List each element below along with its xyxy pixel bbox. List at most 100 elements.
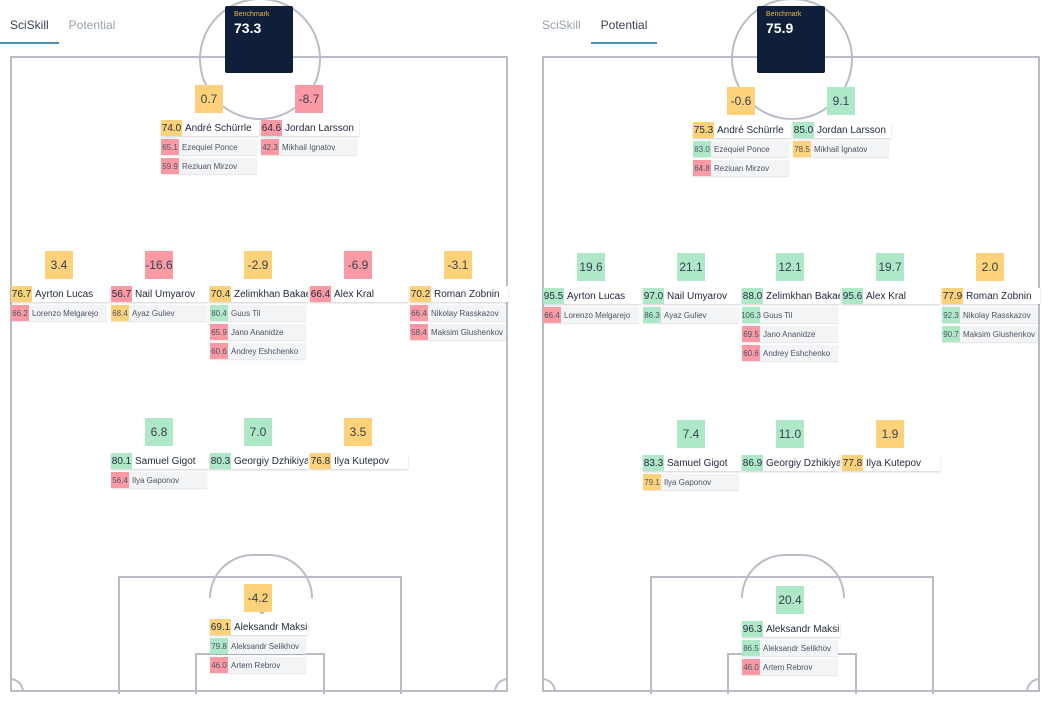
position-score-badge: 0.7 xyxy=(195,85,223,113)
player-name: Samuel Gigot xyxy=(135,455,196,467)
player-rating: 86.5 xyxy=(742,640,760,656)
player-rating: 76.7 xyxy=(11,286,32,302)
tab-potential[interactable]: Potential xyxy=(68,18,116,32)
player-name: Nikolay Rasskazov xyxy=(431,308,499,318)
tab-sciskill[interactable]: SciSkill xyxy=(542,18,581,32)
benchmark-value: 73.3 xyxy=(234,20,262,36)
player-name: Zelimkhan Bakaev xyxy=(234,288,308,300)
player-rating: 56.7 xyxy=(111,286,132,302)
position-score-badge: 19.6 xyxy=(577,253,605,281)
tab-potential[interactable]: Potential xyxy=(590,0,658,44)
position-score-badge: 6.8 xyxy=(145,418,173,446)
player-name: Aleksandr Maksimenko xyxy=(766,623,840,635)
centre-circle xyxy=(731,0,853,120)
player-rating: 75.3 xyxy=(693,122,714,138)
player-rating: 76.8 xyxy=(310,453,331,469)
player-name: Artem Rebrov xyxy=(763,662,813,672)
benchmark-value: 75.9 xyxy=(766,20,794,36)
player-name: Ayrton Lucas xyxy=(567,290,626,302)
player-rating: 80.3 xyxy=(210,453,231,469)
player-name: Mikhail Ignatov xyxy=(282,142,336,152)
player-name: Ayaz Guliev xyxy=(132,308,175,318)
position-score-badge: -8.7 xyxy=(295,85,323,113)
player-rating: 79.1 xyxy=(643,474,661,490)
player-name: Lorenzo Melgarejo xyxy=(32,308,99,318)
tab-sciskill[interactable]: SciSkill xyxy=(0,0,59,44)
player-rating: 66.4 xyxy=(543,307,561,323)
corner-arc-right xyxy=(1026,678,1040,692)
position-score-badge: 19.7 xyxy=(876,253,904,281)
player-rating: 86.9 xyxy=(742,455,763,471)
benchmark-label: Benchmark xyxy=(234,11,270,18)
position-score-badge: 20.4 xyxy=(776,586,804,614)
player-rating: 65.1 xyxy=(161,139,179,155)
player-rating: 69.1 xyxy=(210,619,231,635)
player-name: Maksim Glushenkov xyxy=(963,329,1036,339)
player-name: Ilya Kutepov xyxy=(334,455,390,467)
player-name: Ezequiel Ponce xyxy=(182,142,238,152)
player-name: Aleksandr Maksimenko xyxy=(234,621,308,633)
penalty-box xyxy=(118,576,402,694)
player-rating: 92.3 xyxy=(942,307,960,323)
position-score-badge: -4.2 xyxy=(244,584,272,612)
player-name: Alex Kral xyxy=(866,290,907,302)
view-tabs: SciSkill Potential xyxy=(0,0,125,44)
player-rating: 74.0 xyxy=(161,120,182,136)
position-score-badge: -0.6 xyxy=(727,87,755,115)
player-name: Georgiy Dzhikiya xyxy=(234,455,308,467)
